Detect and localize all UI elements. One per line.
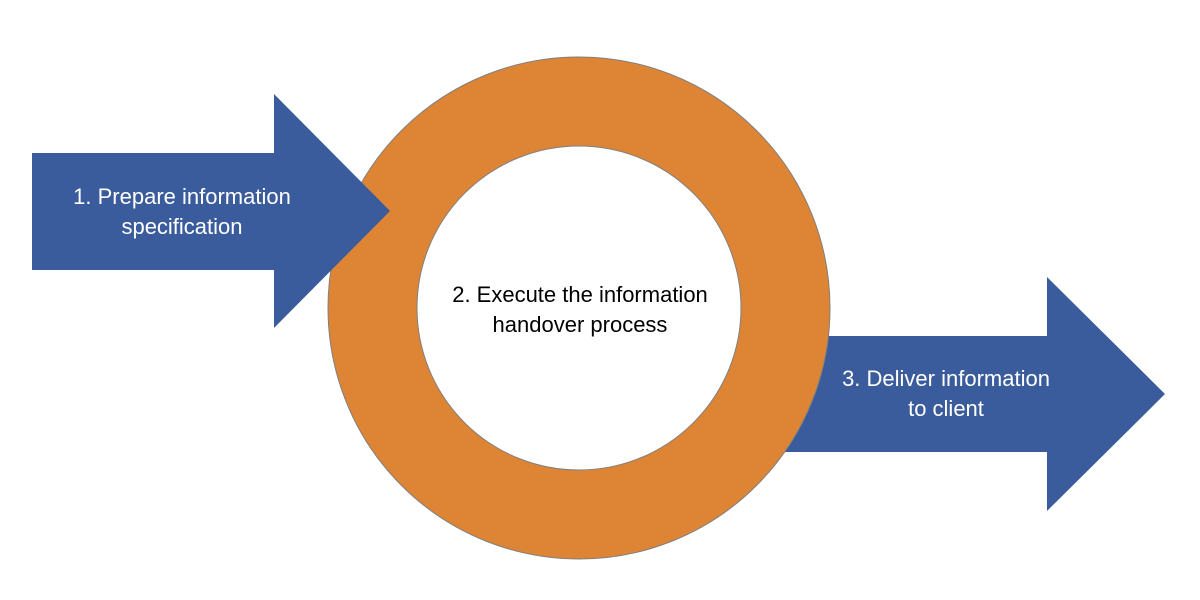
step3-label-line1: 3. Deliver information [842,366,1050,391]
step2-label: 2. Execute the information handover proc… [410,280,750,340]
step1-arrow [32,94,390,328]
step3-label: 3. Deliver information to client [796,364,1096,424]
process-ring [328,57,830,559]
step2-label-line1: 2. Execute the information [452,282,708,307]
step3-arrow [780,277,1165,511]
step2-label-line2: handover process [492,312,668,337]
step1-label: 1. Prepare information specification [32,182,332,242]
step1-label-line1: 1. Prepare information [73,184,291,209]
process-ring-inner-edge [416,145,742,471]
step3-label-line2: to client [908,396,984,421]
process-ring-outer-edge [327,56,831,560]
step1-label-line2: specification [121,214,243,239]
